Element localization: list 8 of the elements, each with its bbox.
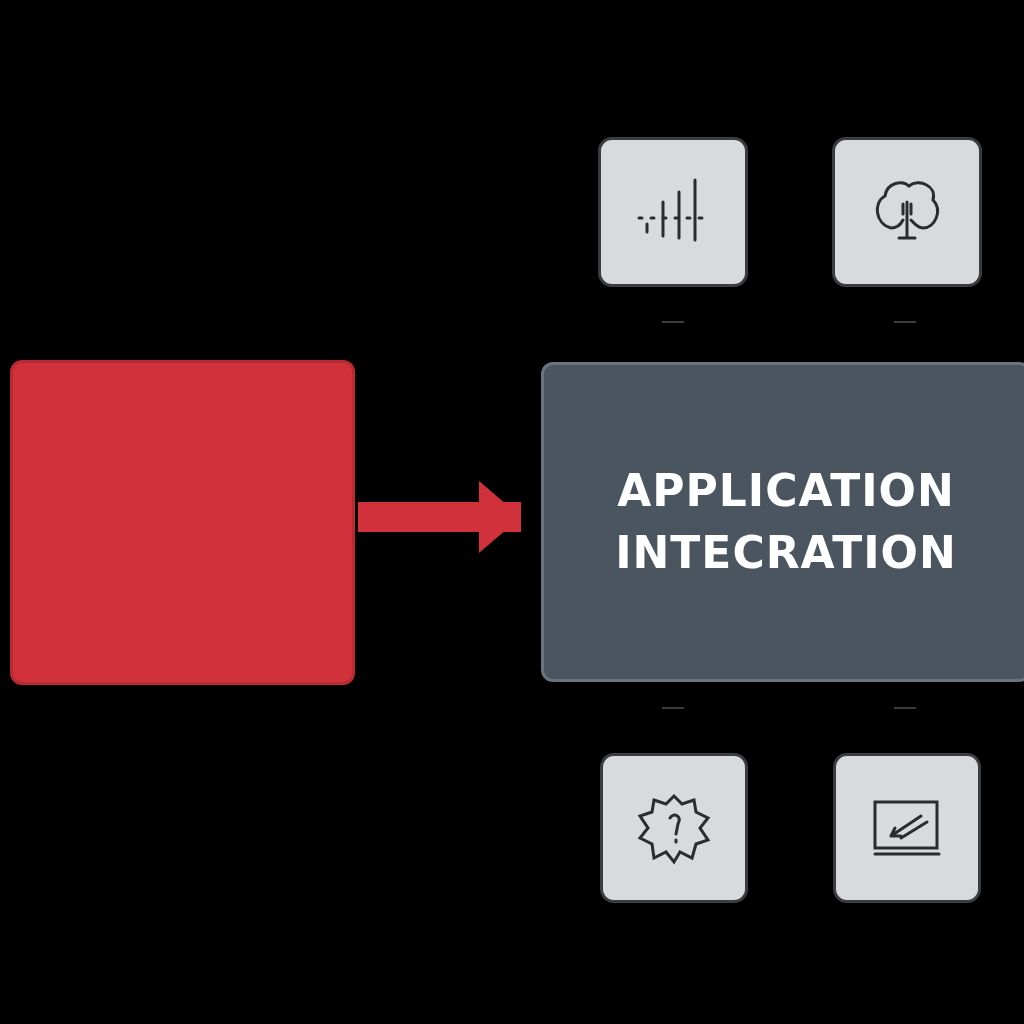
arrow bbox=[358, 481, 521, 553]
icon-tile bbox=[600, 753, 748, 903]
icon-tile bbox=[832, 137, 982, 287]
source-box bbox=[10, 360, 355, 685]
box-title: APPLICATION INTECRATION bbox=[614, 464, 958, 580]
icon-tile bbox=[598, 137, 748, 287]
integration-box bbox=[541, 362, 1024, 682]
icon-tile bbox=[833, 753, 981, 903]
